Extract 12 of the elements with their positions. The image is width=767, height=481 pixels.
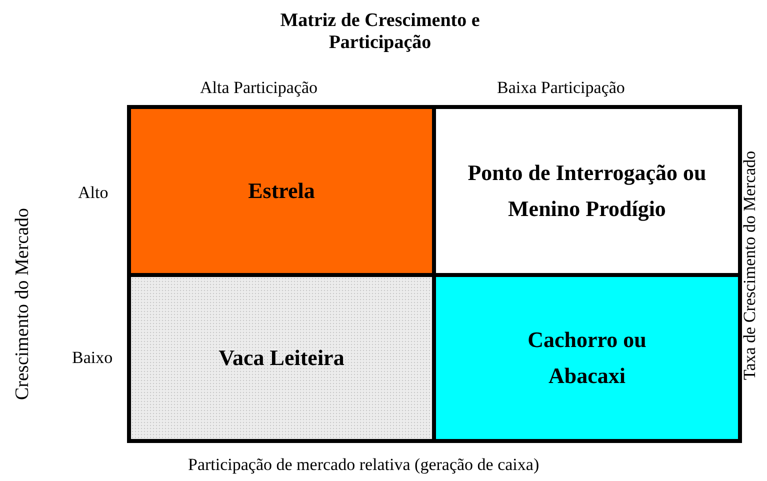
title: Matriz de Crescimento e Participação — [279, 10, 481, 54]
axis-title: Participação de mercado relativa (geração de caixa) — [188, 455, 540, 475]
row-label: Alto — [78, 183, 108, 203]
quadrant-label: Estrela — [248, 177, 315, 205]
quadrant-label: Cachorro ou Abacaxi — [526, 326, 648, 390]
row-label: Baixo — [72, 348, 113, 368]
quadrant-label: Vaca Leiteira — [218, 344, 344, 372]
column-header: Baixa Participação — [497, 78, 625, 98]
axis-title: Crescimento do Mercado — [12, 206, 34, 400]
axis-title: Taxa de Crescimento do Mercado — [740, 149, 760, 382]
quadrant-label: Ponto de Interrogação ou Menino Prodígio — [466, 159, 708, 223]
column-header: Alta Participação — [200, 78, 318, 98]
